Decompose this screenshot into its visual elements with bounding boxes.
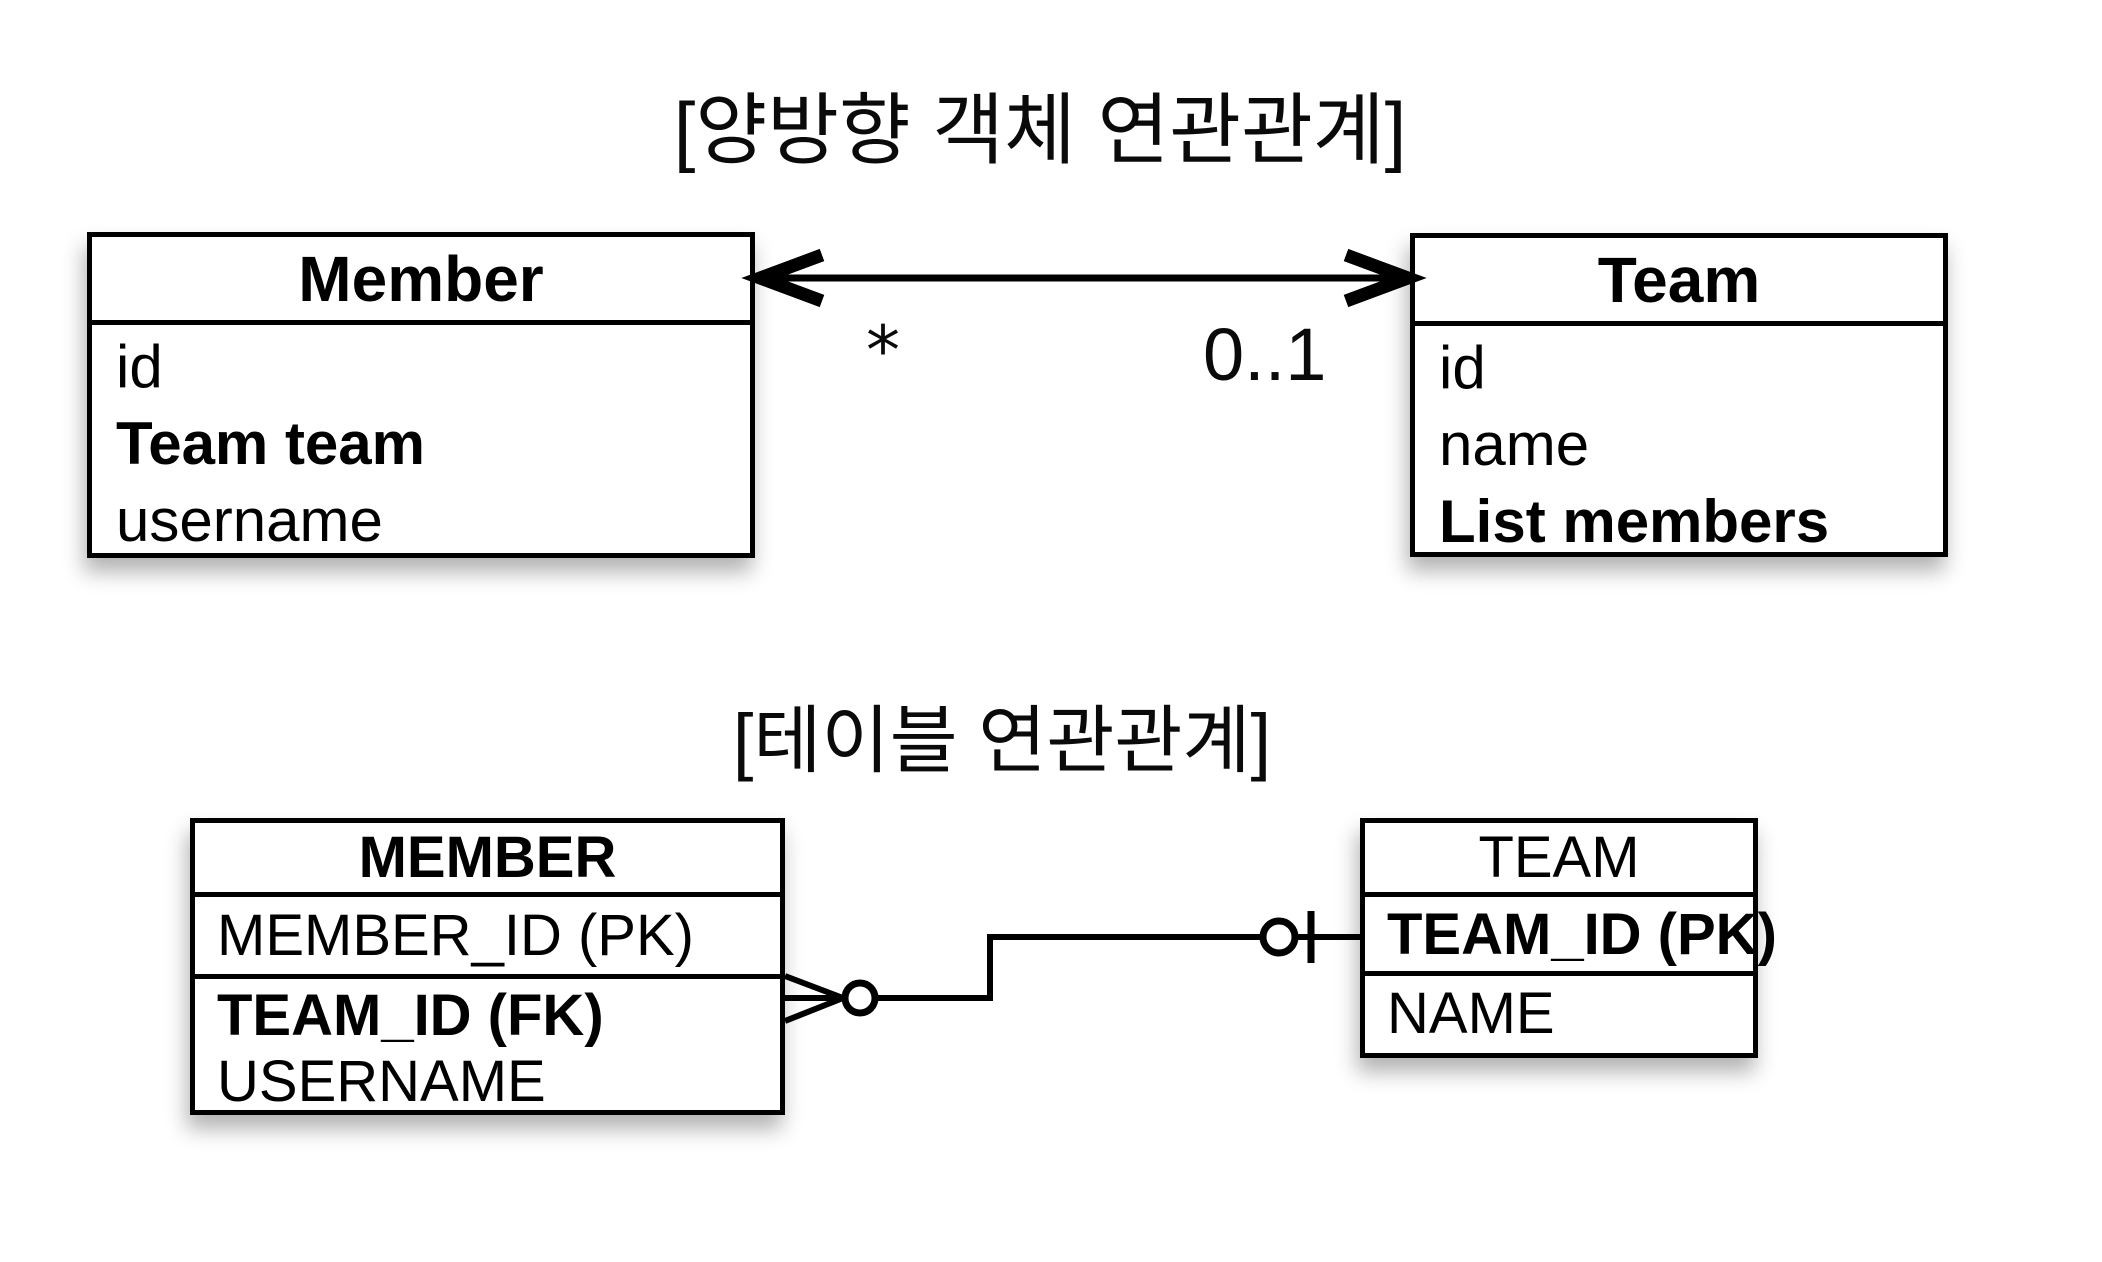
member-field-username: username — [116, 487, 383, 554]
team-field-id: id — [1439, 334, 1486, 401]
team-class-fields: id name List members — [1415, 326, 1943, 560]
member-field-team: Team team — [116, 410, 426, 477]
member-table-box: MEMBER MEMBER_ID (PK) TEAM_ID (FK) USERN… — [190, 818, 785, 1115]
right-arrowhead-icon — [1343, 248, 1427, 308]
zero-circle-member-side-icon — [841, 979, 879, 1017]
team-class-box: Team id name List members — [1410, 233, 1948, 557]
team-table-pk-row: TEAM_ID (PK) — [1365, 897, 1777, 976]
member-field-id: id — [116, 333, 163, 400]
table-association-title: [테이블 연관관계] — [732, 699, 1272, 782]
member-class-fields: id Team team username — [92, 325, 750, 559]
team-field-members: List members — [1439, 488, 1830, 555]
team-table-name: TEAM — [1365, 823, 1753, 897]
team-class-name: Team — [1415, 238, 1943, 326]
object-association-title: [양방향 객체 연관관계] — [673, 86, 1407, 174]
table-relationship-connector — [783, 911, 1360, 1024]
zero-circle-team-side-icon — [1259, 917, 1299, 957]
bidirectional-arrow — [741, 248, 1427, 308]
member-table-fk-row: TEAM_ID (FK) — [217, 982, 604, 1048]
member-table-pk-row: MEMBER_ID (PK) — [195, 897, 780, 979]
team-side-multiplicity-label: 0..1 — [1203, 313, 1327, 396]
member-table-username-row: USERNAME — [217, 1048, 546, 1114]
member-side-multiplicity-label: * — [866, 312, 900, 391]
connector-line — [875, 934, 1263, 1001]
member-class-name: Member — [92, 237, 750, 325]
crow-foot-many-icon — [783, 973, 845, 1024]
member-table-columns: TEAM_ID (FK) USERNAME — [195, 979, 780, 1114]
team-table-name-row: NAME — [1387, 981, 1555, 1046]
member-table-name: MEMBER — [195, 823, 780, 897]
team-table-box: TEAM TEAM_ID (PK) NAME — [1360, 818, 1777, 1058]
member-class-box: Member id Team team username — [87, 232, 755, 558]
left-arrowhead-icon — [741, 248, 825, 308]
team-field-name: name — [1439, 411, 1590, 478]
